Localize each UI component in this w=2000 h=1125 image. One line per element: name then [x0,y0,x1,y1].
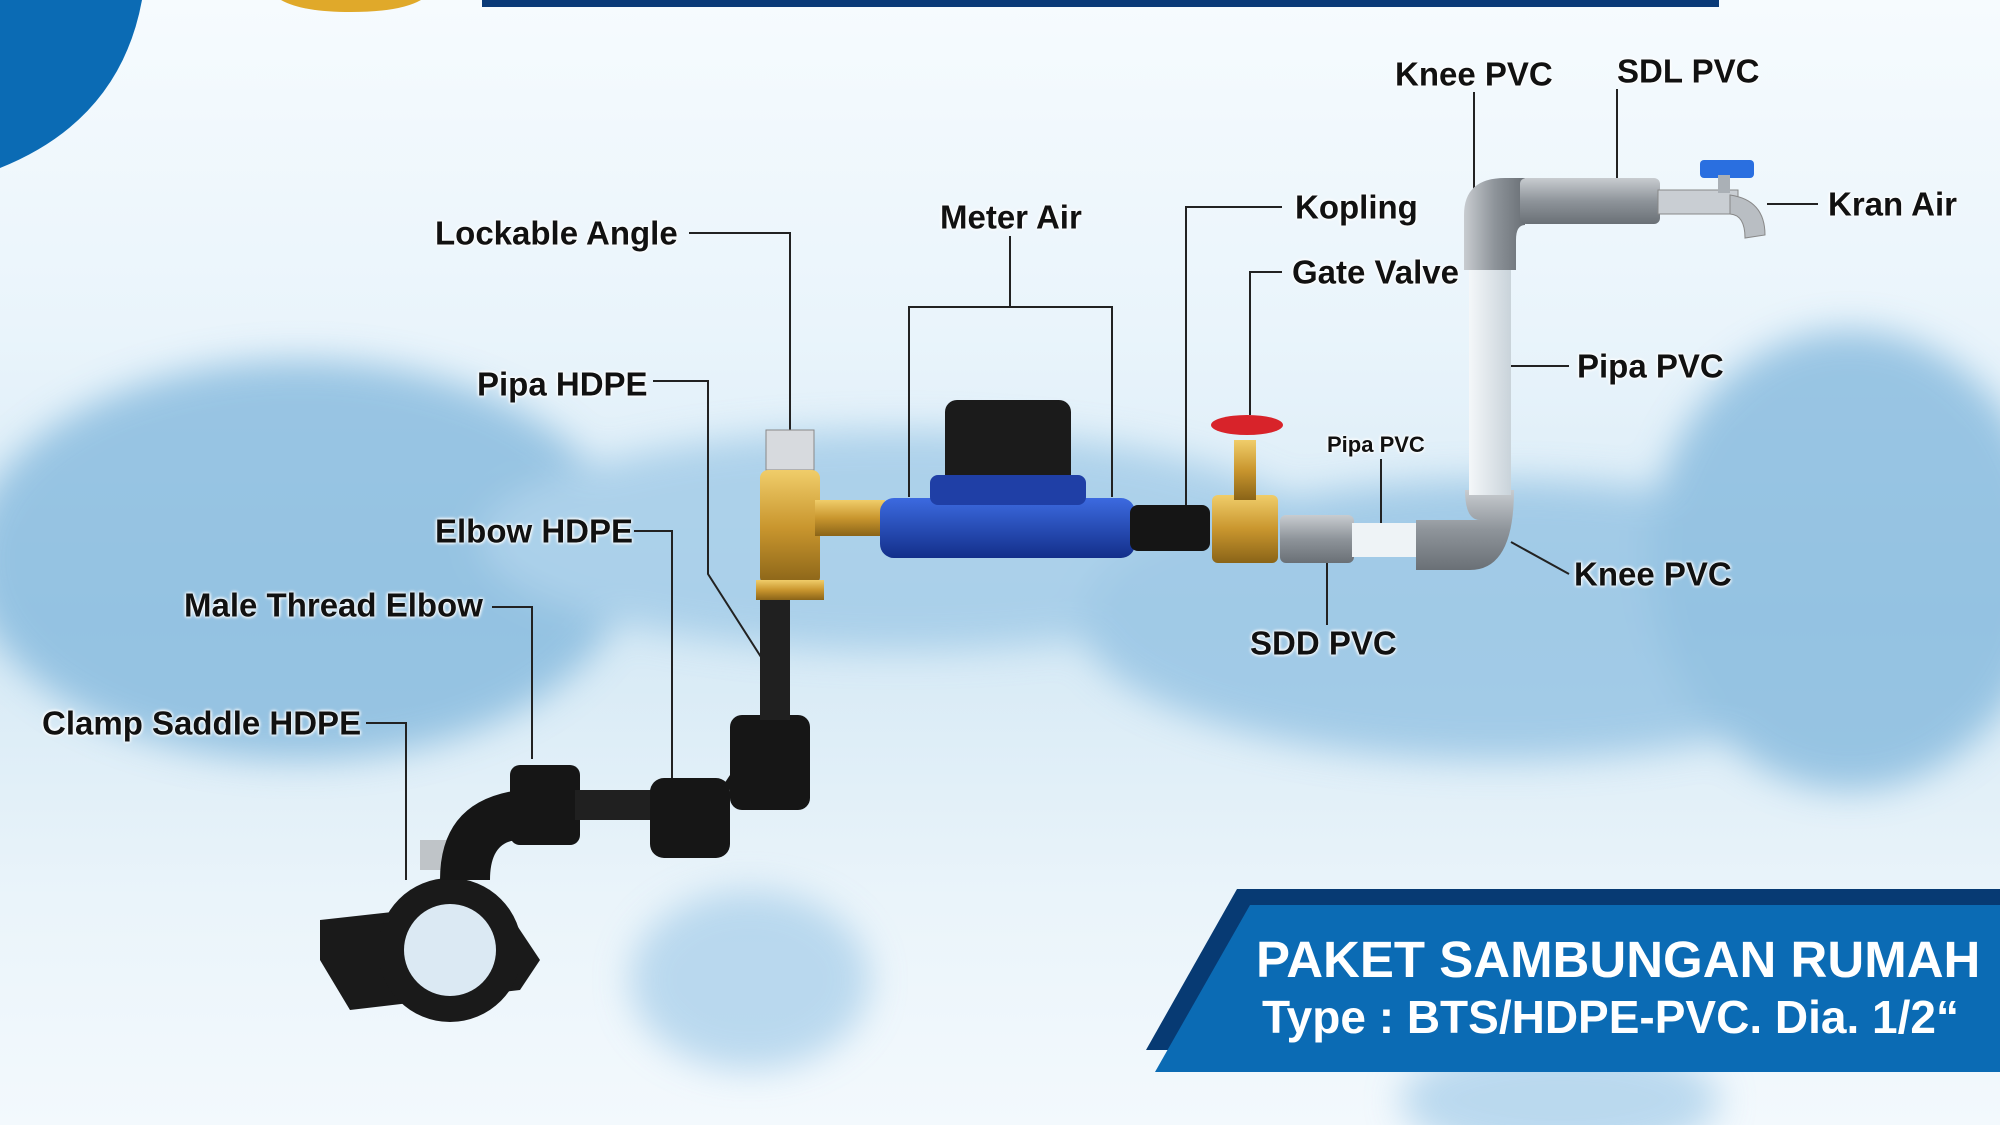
water-meter [880,400,1135,558]
knee-pvc-bottom [1416,490,1514,570]
knee-pvc-top [1464,178,1525,270]
label-kran-air: Kran Air [1828,185,1957,223]
top-bar [482,0,1719,7]
label-knee-pvc-bottom: Knee PVC [1574,555,1732,593]
label-sdd-pvc: SDD PVC [1250,624,1397,662]
label-gate-valve: Gate Valve [1292,253,1459,291]
water-splash [0,330,2000,1125]
sdl-pvc [1520,178,1660,224]
banner-front [1155,905,2000,1072]
clamp-saddle-hdpe [320,840,540,1022]
pipa-pvc-vertical [1469,265,1511,495]
logo-partial [281,0,421,12]
label-male-thread-elbow: Male Thread Elbow [184,586,483,624]
label-pipa-pvc-vertical: Pipa PVC [1577,347,1724,385]
gate-valve [1211,415,1283,563]
elbow-hdpe-upper [650,715,810,858]
lockable-angle-valve [756,429,885,600]
pipa-pvc-short [1352,523,1418,557]
kopling [1130,505,1210,551]
label-sdl-pvc: SDL PVC [1617,52,1760,90]
label-pipa-pvc-small: Pipa PVC [1327,432,1425,457]
label-clamp-saddle-hdpe: Clamp Saddle HDPE [42,704,362,742]
sdd-pvc [1280,515,1354,563]
label-knee-pvc-top: Knee PVC [1395,55,1553,93]
banner-subtitle: Type : BTS/HDPE-PVC. Dia. 1/2“ [1262,991,1959,1043]
label-pipa-hdpe: Pipa HDPE [477,365,648,403]
hdpe-pipe-vertical [760,595,790,720]
kran-air-faucet [1657,160,1766,239]
banner-title: PAKET SAMBUNGAN RUMAH [1256,931,1981,988]
label-kopling: Kopling [1295,188,1418,226]
label-elbow-hdpe: Elbow HDPE [435,512,634,550]
corner-blue-shape [0,0,142,168]
elbow-hdpe-lower [440,765,580,880]
leader-lines [366,89,1818,880]
label-lockable-angle: Lockable Angle [435,214,678,252]
label-meter-air: Meter Air [940,198,1082,236]
